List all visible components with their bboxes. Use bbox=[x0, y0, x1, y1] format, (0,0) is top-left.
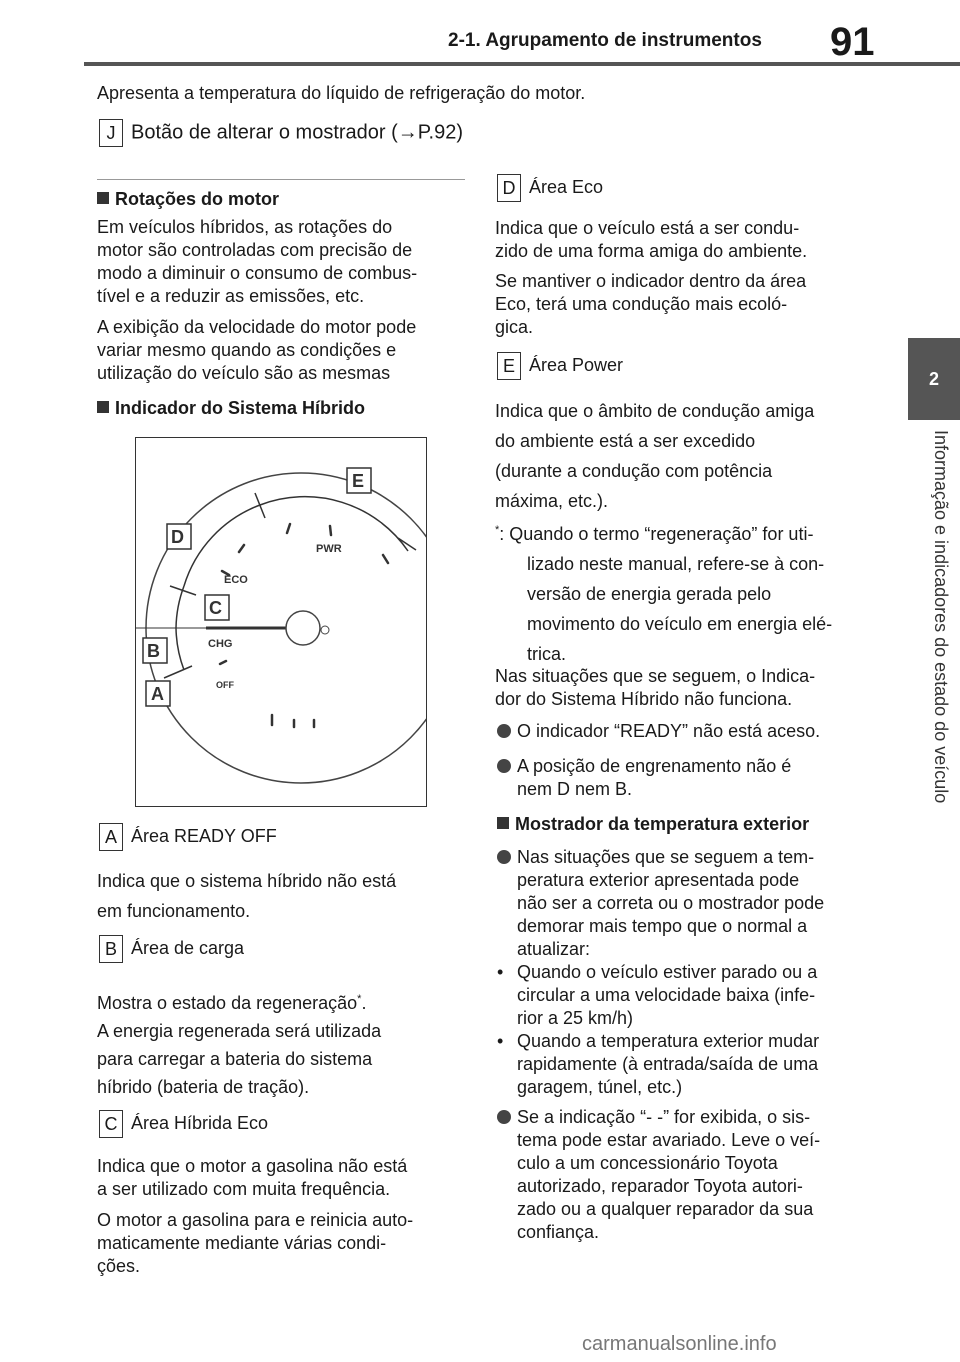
square-bullet-icon bbox=[497, 817, 509, 829]
pwr-label: PWR bbox=[316, 543, 342, 555]
chapter-title: Informação e indicadores do estado do ve… bbox=[931, 430, 951, 804]
item-j-text[interactable]: Botão de alterar o mostrador (→P.92) bbox=[131, 121, 464, 144]
item-d-title: Área Eco bbox=[529, 176, 604, 197]
indicator-not-working-text: Nas situações que se seguem, o Indica- d… bbox=[495, 666, 816, 709]
gauge-hub-dot bbox=[320, 625, 330, 635]
off-label: OFF bbox=[216, 680, 234, 690]
sub-bullet-temp-change: •Quando a temperatura exterior mudar rap… bbox=[497, 1031, 820, 1097]
ext-temp-heading: Mostrador da temperatura exterior bbox=[497, 813, 809, 836]
gauge-tick bbox=[254, 492, 266, 519]
rpm-heading: Rotações do motor bbox=[97, 188, 279, 211]
intro-text: Apresenta a temperatura do líquido de re… bbox=[97, 83, 586, 103]
bullet-dot-icon bbox=[497, 724, 511, 738]
bullet-malfunction: Se a indicação “- -” for exibida, o sis-… bbox=[497, 1106, 820, 1244]
item-e-desc: Indica que o âmbito de condução amiga do… bbox=[495, 401, 815, 511]
hybrid-heading: Indicador do Sistema Híbrido bbox=[97, 397, 365, 420]
gauge-tick bbox=[163, 665, 193, 679]
footnote-mark: * bbox=[495, 524, 500, 536]
chapter-number: 2 bbox=[928, 368, 939, 389]
item-c-title: Área Híbrida Eco bbox=[131, 1112, 269, 1133]
bullet-dot-icon bbox=[497, 1110, 511, 1124]
footnote: *: Quando o termo “regeneração” for uti-… bbox=[495, 524, 833, 664]
hybrid-indicator-figure: PWR ECO CHG OFF E D C B A bbox=[135, 437, 427, 807]
item-c-desc-1: Indica que o motor a gasolina não está a… bbox=[97, 1156, 408, 1199]
scale-tick bbox=[237, 543, 246, 554]
square-bullet-icon bbox=[97, 401, 109, 413]
item-a-title: Área READY OFF bbox=[131, 825, 277, 846]
bullet-ready-off: O indicador “READY” não está aceso. bbox=[497, 720, 820, 743]
scale-tick bbox=[381, 553, 390, 565]
scale-tick bbox=[328, 524, 333, 537]
callout-e: E bbox=[352, 471, 364, 491]
item-d-desc-1: Indica que o veículo está a ser condu- z… bbox=[495, 218, 808, 261]
callout-b: B bbox=[147, 641, 160, 661]
item-b: B Área de carga bbox=[99, 935, 244, 963]
item-e-title: Área Power bbox=[529, 354, 624, 375]
item-d-desc-2: Se mantiver o indicador dentro da área E… bbox=[495, 271, 807, 337]
square-bullet-icon bbox=[97, 192, 109, 204]
bullet-dot-icon bbox=[497, 850, 511, 864]
item-c-desc-2: O motor a gasolina para e reinicia auto-… bbox=[97, 1210, 414, 1276]
item-b-title: Área de carga bbox=[131, 937, 245, 958]
rpm-paragraph-1: Em veículos híbridos, as rotações do mot… bbox=[97, 217, 418, 306]
item-e: E Área Power bbox=[497, 352, 623, 380]
callout-d: D bbox=[171, 527, 184, 547]
gauge-tick bbox=[397, 537, 417, 551]
bullet-dot-icon bbox=[497, 759, 511, 773]
bullet-gear-position: A posição de engrenamento não é nem D ne… bbox=[497, 755, 791, 801]
item-c-letter-box: C bbox=[99, 1110, 123, 1138]
rpm-paragraph-2: A exibição da velocidade do motor pode v… bbox=[97, 317, 417, 383]
bullet-ext-temp: Nas situações que se seguem a tem- perat… bbox=[497, 846, 824, 961]
item-j: J Botão de alterar o mostrador (→P.92) bbox=[99, 119, 463, 147]
section-rule bbox=[97, 179, 465, 180]
power-area-arc bbox=[259, 495, 409, 552]
item-d-letter-box: D bbox=[497, 174, 521, 202]
callout-c: C bbox=[209, 598, 222, 618]
item-b-letter-box: B bbox=[99, 935, 123, 963]
chg-label: CHG bbox=[208, 638, 232, 650]
eco-label: ECO bbox=[224, 574, 248, 586]
charge-area-arc bbox=[175, 585, 185, 629]
header-rule bbox=[84, 62, 960, 66]
page-number: 91 bbox=[830, 20, 875, 64]
item-j-letter-box: J bbox=[99, 119, 123, 147]
item-a-letter-box: A bbox=[99, 823, 123, 851]
item-a-desc: Indica que o sistema híbrido não está em… bbox=[97, 871, 397, 921]
sub-bullet-low-speed: •Quando o veículo estiver parado ou a ci… bbox=[497, 962, 818, 1028]
scale-tick bbox=[218, 659, 228, 666]
scale-tick bbox=[220, 569, 231, 577]
gauge-hub bbox=[285, 610, 321, 646]
eco-area-arc bbox=[183, 504, 261, 587]
chapter-tab[interactable]: 2 bbox=[908, 338, 960, 420]
watermark: carmanualsonline.info bbox=[582, 1333, 777, 1355]
item-c: C Área Híbrida Eco bbox=[99, 1110, 268, 1138]
item-b-desc: Mostra o estado da regeneração*. A energ… bbox=[97, 993, 382, 1097]
item-d: D Área Eco bbox=[497, 174, 603, 202]
item-a: A Área READY OFF bbox=[99, 823, 277, 851]
scale-tick bbox=[285, 522, 292, 535]
ready-off-area-arc bbox=[175, 627, 185, 671]
section-title: 2-1. Agrupamento de instrumentos bbox=[448, 30, 762, 51]
gauge-tick bbox=[169, 585, 197, 596]
callout-a: A bbox=[151, 684, 164, 704]
item-e-letter-box: E bbox=[497, 352, 521, 380]
hybrid-gauge-diagram: PWR ECO CHG OFF E D C B A bbox=[136, 467, 426, 784]
